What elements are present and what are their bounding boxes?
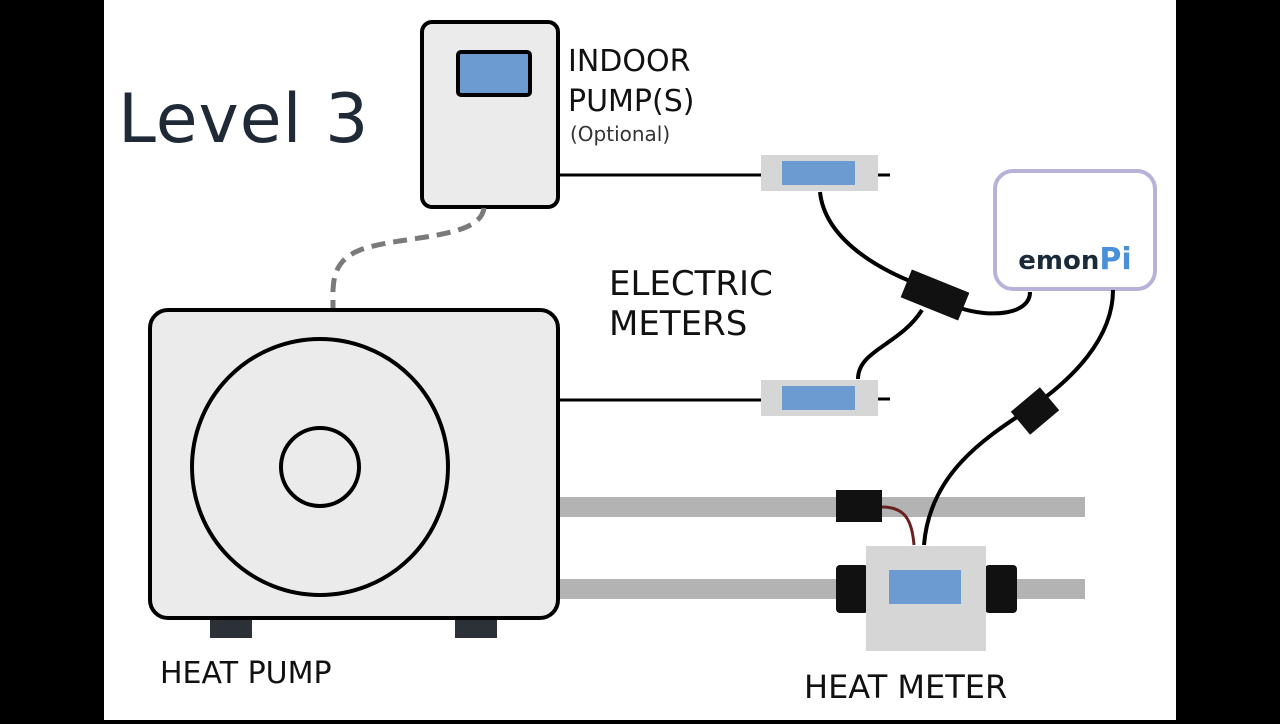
- cable-splitter: [900, 269, 970, 321]
- heat-pump-foot-right: [455, 620, 497, 638]
- electric-meters-label-line2: METERS: [609, 304, 748, 344]
- electric-meter-bottom-display: [782, 386, 855, 410]
- emonpi-label-pi: Pi: [1099, 242, 1132, 277]
- heat-meter-flange-left: [836, 565, 868, 613]
- dashed-connection: [330, 207, 487, 309]
- heat-pump-unit: [148, 308, 560, 620]
- level-title: Level 3: [118, 80, 370, 159]
- meter-bottom-cable: [856, 308, 924, 380]
- heat-pump-foot-left: [210, 620, 252, 638]
- splitter-to-emonpi-cable: [959, 291, 1032, 316]
- indoor-pump-optional-note: (Optional): [570, 122, 671, 146]
- emonpi-label: emonPi: [995, 242, 1155, 277]
- heat-pump-fan-hub: [279, 426, 361, 508]
- meter-top-cable: [818, 191, 921, 287]
- flow-pipe-upper: [560, 497, 1085, 517]
- cable-ferrite: [1010, 387, 1060, 435]
- emonpi-label-emon: emon: [1018, 246, 1100, 276]
- heat-meter-display: [889, 570, 961, 604]
- indoor-pump-screen: [456, 50, 532, 97]
- temperature-sensor-wire: [881, 505, 916, 546]
- electric-meters-label-line1: ELECTRIC: [609, 264, 773, 304]
- temperature-sensor: [836, 490, 882, 522]
- heat-meter-flange-right: [985, 565, 1017, 613]
- electric-meter-top-display: [782, 161, 855, 185]
- indoor-pump-label-line2: PUMP(S): [568, 84, 695, 119]
- indoor-pump-unit: [420, 20, 560, 209]
- indoor-pump-label-line1: INDOOR: [568, 44, 691, 79]
- emonpi-device: [993, 169, 1157, 291]
- heat-pump-label: HEAT PUMP: [160, 656, 332, 691]
- heat-pump-fan-outer: [190, 337, 450, 597]
- heat-meter-label: HEAT METER: [804, 668, 1008, 706]
